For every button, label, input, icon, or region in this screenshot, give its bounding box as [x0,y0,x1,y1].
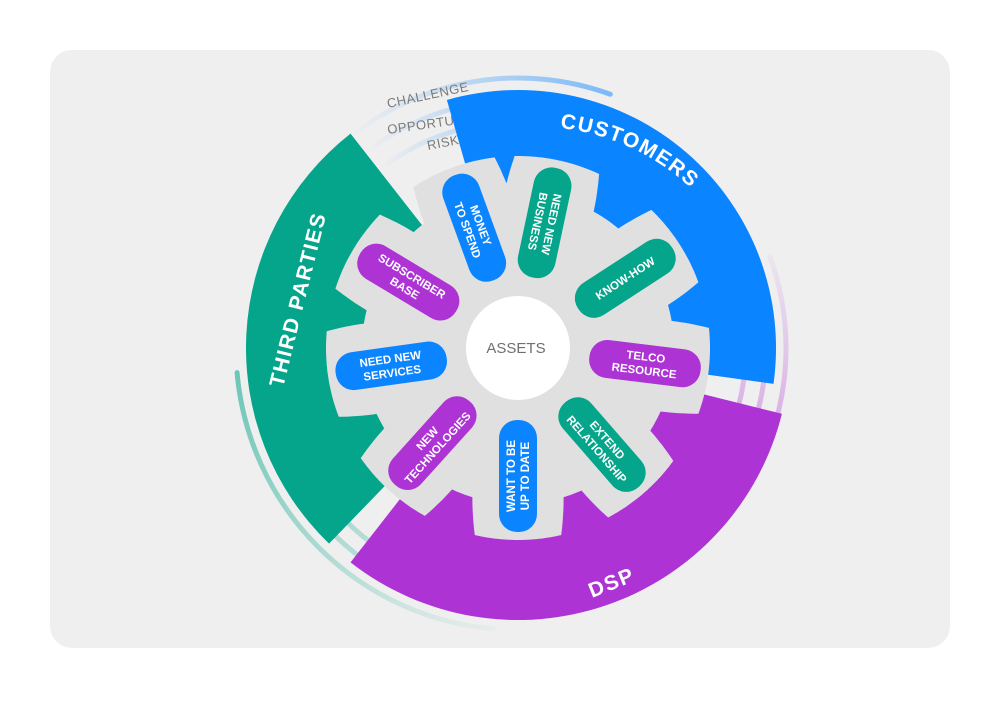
pill-label: TELCO [626,349,666,366]
assets-circle [466,296,570,400]
pill-background [335,341,447,391]
pill-background [558,397,646,492]
pill-background [589,339,701,388]
green-ring [234,370,496,632]
assets-label: ASSETS [486,340,545,357]
pill-label: WANT TO BE [506,440,518,512]
pill-background [499,420,537,532]
pill-background [357,243,460,321]
pill-label: UP TO DATE [520,441,532,510]
pill-know-how: KNOW-HOW [574,238,676,318]
pill-background [442,173,507,282]
pill-background [517,167,572,279]
blue-ring [349,75,613,138]
pill-background [388,396,477,491]
pill-background [574,238,676,318]
